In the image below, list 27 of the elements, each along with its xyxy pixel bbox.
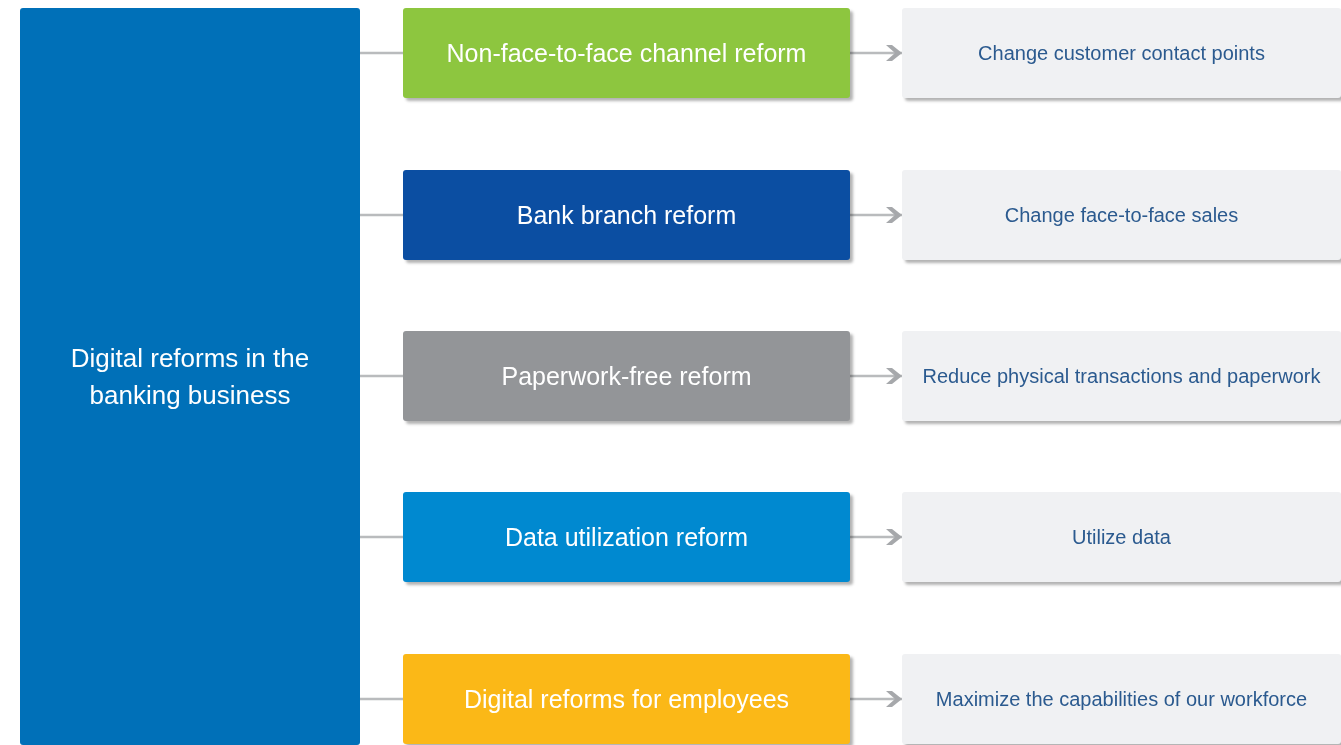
node-label: Reduce physical transactions and paperwork bbox=[922, 364, 1321, 389]
node-label: Digital reforms in the banking business bbox=[69, 342, 311, 412]
node-label: Change face-to-face sales bbox=[1004, 203, 1239, 228]
connector-line bbox=[360, 51, 403, 55]
node-label: Non-face-to-face channel reform bbox=[446, 37, 807, 69]
connector-line bbox=[360, 535, 403, 539]
node-label: Data utilization reform bbox=[504, 521, 749, 553]
connector-line bbox=[360, 213, 403, 217]
node-label: Change customer contact points bbox=[978, 41, 1265, 66]
connector-line bbox=[360, 374, 403, 378]
reform-box bbox=[403, 170, 850, 260]
node-label: Bank branch reform bbox=[516, 199, 737, 231]
reform-box bbox=[403, 654, 850, 744]
node-label: Maximize the capabilities of our workforce bbox=[935, 687, 1308, 712]
outcome-box bbox=[902, 492, 1341, 582]
connector-line bbox=[360, 697, 403, 701]
node-label: Paperwork-free reform bbox=[501, 360, 752, 392]
outcome-box bbox=[902, 8, 1341, 98]
outcome-box bbox=[902, 331, 1341, 421]
node-label: Utilize data bbox=[1072, 525, 1171, 550]
reform-box bbox=[403, 8, 850, 98]
outcome-box bbox=[902, 654, 1341, 744]
topic-panel bbox=[20, 8, 360, 745]
reform-box bbox=[403, 492, 850, 582]
node-label: Digital reforms for employees bbox=[463, 683, 790, 715]
reform-box bbox=[403, 331, 850, 421]
outcome-box bbox=[902, 170, 1341, 260]
